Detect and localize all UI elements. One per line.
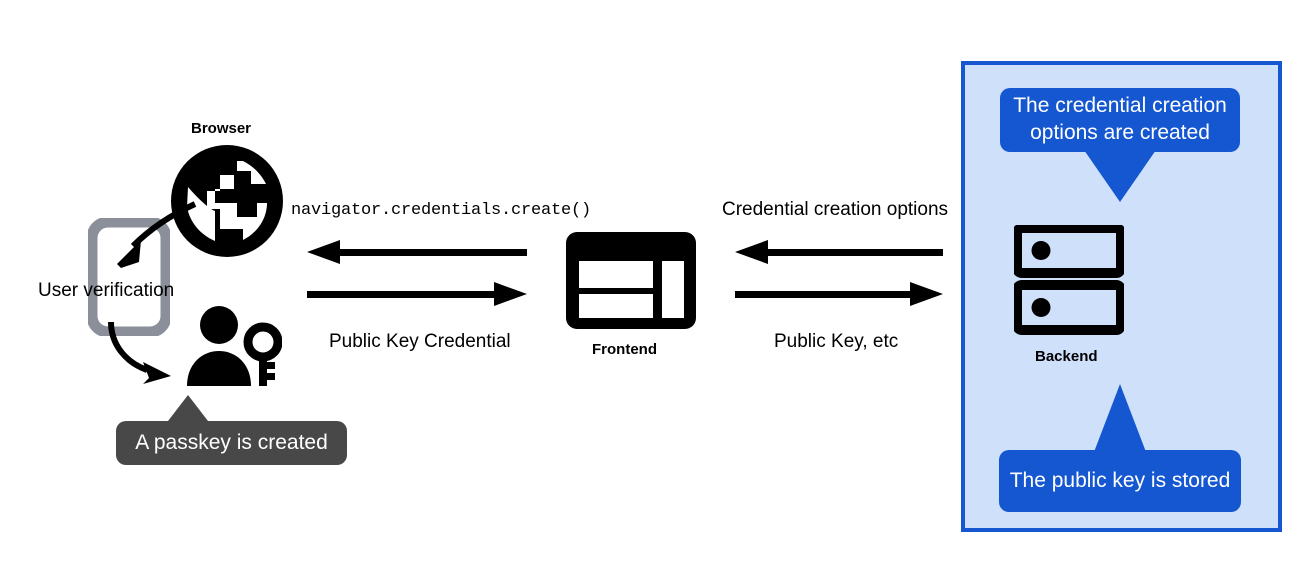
arrow-frontend-to-browser xyxy=(307,240,527,264)
arrow-head-right-icon xyxy=(910,282,943,306)
backend-bottom-tooltip-text: The public key is stored xyxy=(1009,468,1231,492)
user-verification-label: User verification xyxy=(38,280,175,301)
dashboard-layout-icon xyxy=(566,232,696,329)
arrow-shaft xyxy=(735,291,915,298)
arrow-backend-to-frontend xyxy=(735,240,943,264)
backend-top-tooltip-pointer xyxy=(1084,150,1156,202)
arrow-head-right-icon xyxy=(494,282,527,306)
passkey-tooltip-text: A passkey is created xyxy=(135,430,328,454)
credential-creation-options-label: Credential creation options xyxy=(722,199,949,220)
backend-bottom-tooltip-pointer xyxy=(1094,384,1146,452)
backend-bottom-tooltip: The public key is stored xyxy=(999,450,1241,512)
frontend-label: Frontend xyxy=(592,341,657,358)
navigator-create-label: navigator.credentials.create() xyxy=(291,201,592,220)
arrow-shaft xyxy=(763,249,943,256)
server-rack-icon xyxy=(1012,223,1126,335)
passkey-tooltip-pointer xyxy=(168,395,208,421)
arrow-shaft xyxy=(307,291,499,298)
globe-icon xyxy=(171,145,283,257)
user-with-key-icon xyxy=(184,306,283,392)
browser-label: Browser xyxy=(191,120,252,137)
arrow-head-left-icon xyxy=(735,240,768,264)
arrow-frontend-to-backend xyxy=(735,282,943,306)
arrow-shaft xyxy=(335,249,527,256)
arrow-phone-to-user-icon xyxy=(105,320,205,400)
passkey-tooltip: A passkey is created xyxy=(116,421,347,465)
public-key-etc-label: Public Key, etc xyxy=(774,331,899,352)
backend-top-tooltip: The credential creation options are crea… xyxy=(1000,88,1240,152)
arrow-browser-to-phone-icon xyxy=(95,200,205,295)
smartphone-icon xyxy=(86,216,172,338)
public-key-credential-label: Public Key Credential xyxy=(329,331,511,352)
arrow-browser-to-frontend xyxy=(307,282,527,306)
backend-label: Backend xyxy=(1035,348,1098,365)
arrow-head-left-icon xyxy=(307,240,340,264)
backend-top-tooltip-text: The credential creation options are crea… xyxy=(1013,94,1227,144)
